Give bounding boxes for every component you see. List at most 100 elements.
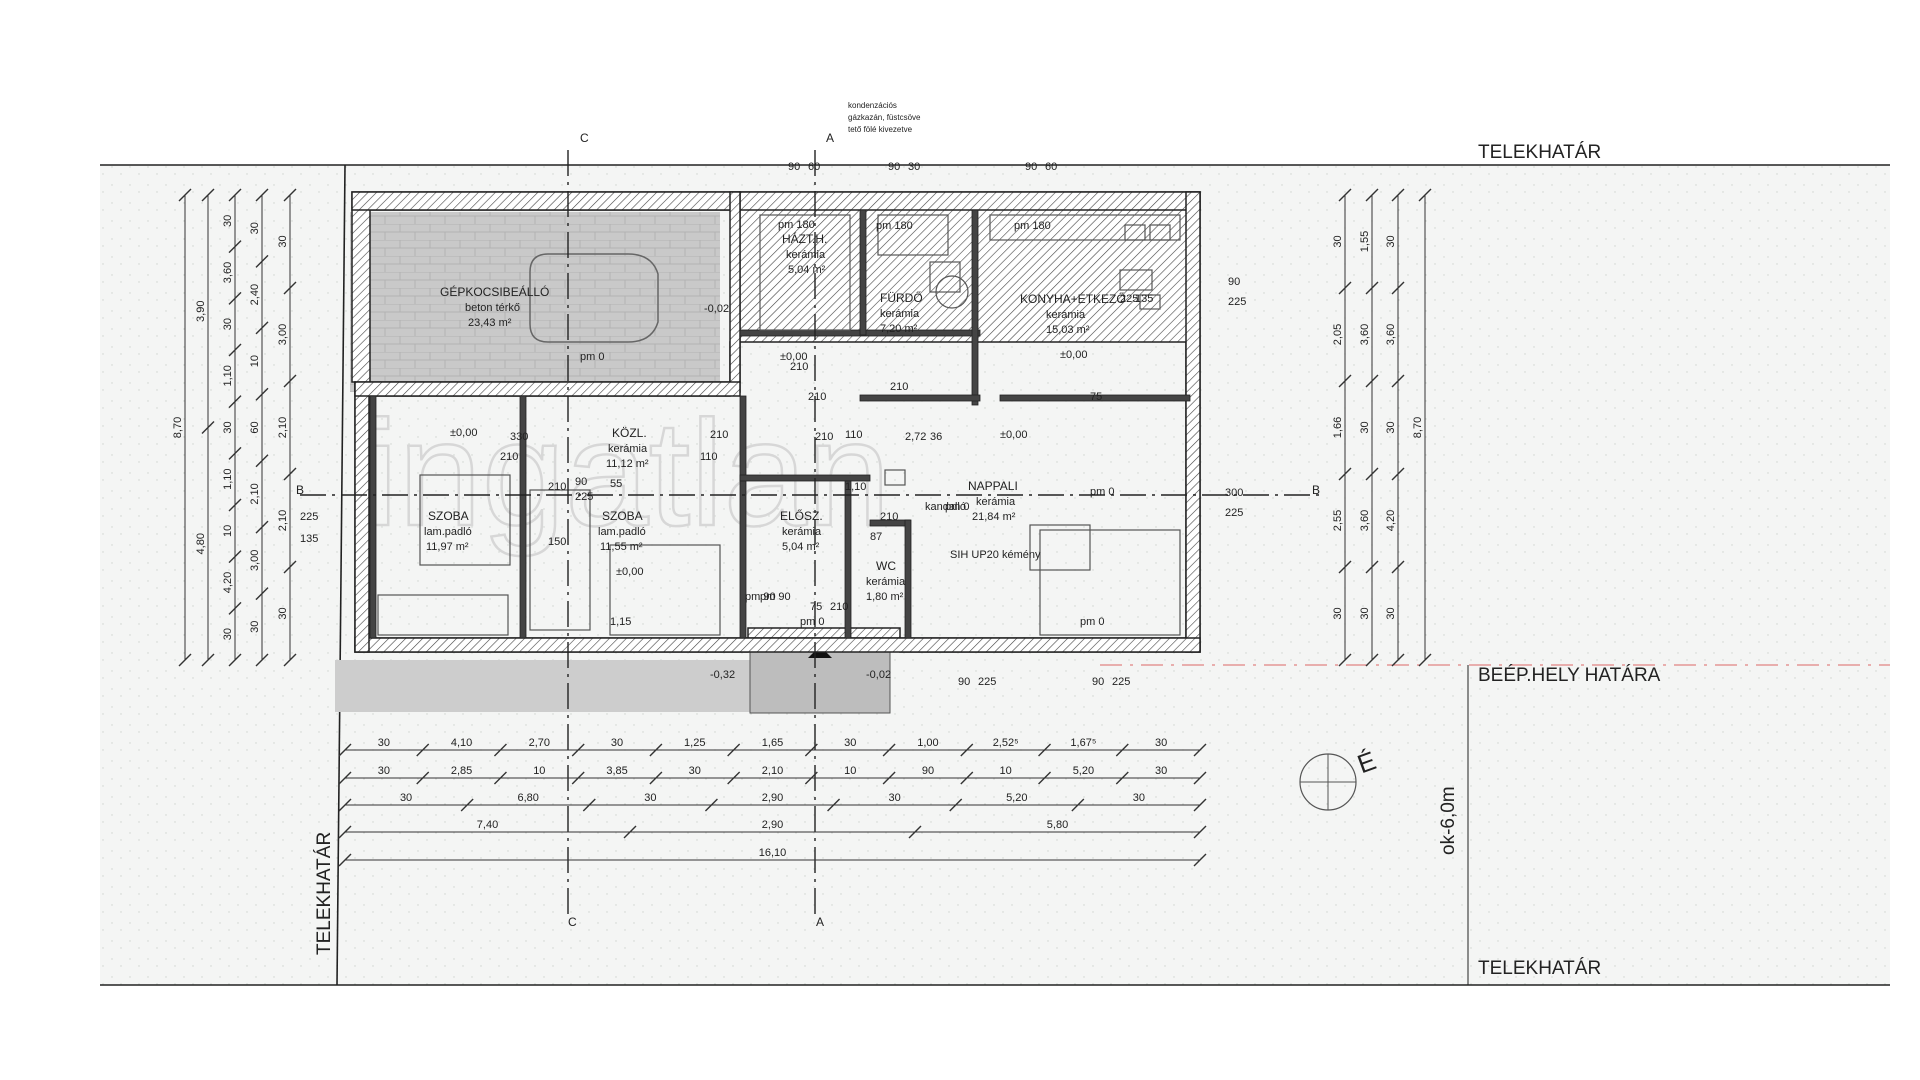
bottom-row3-label: 6,80 bbox=[518, 792, 539, 804]
right-col3-tick bbox=[1391, 560, 1405, 574]
bottom-row2-tick bbox=[1038, 771, 1052, 785]
left-col4-tick bbox=[255, 454, 269, 468]
right-col3-tick bbox=[1391, 281, 1405, 295]
right-col3-tick bbox=[1391, 653, 1405, 667]
furniture bbox=[377, 214, 1181, 636]
right-col1-tick bbox=[1338, 560, 1352, 574]
opening-dim-label: 225 bbox=[1120, 293, 1138, 305]
bottom-row1-tick bbox=[882, 743, 896, 757]
right-col1-label: 30 bbox=[1332, 235, 1344, 247]
opening-dim-label: pm 0 bbox=[580, 351, 604, 363]
left-col5-tick bbox=[283, 374, 297, 388]
bottom-row2-label: 10 bbox=[533, 765, 545, 777]
room-name: WC bbox=[876, 559, 896, 573]
bottom-row3-tick bbox=[338, 798, 352, 812]
bottom-row1-tick bbox=[649, 743, 663, 757]
bottom-row1-tick bbox=[1038, 743, 1052, 757]
opening-dim-label: 110 bbox=[700, 451, 718, 463]
opening-dim-label: 75 bbox=[810, 601, 822, 613]
svg-text:-0,02: -0,02 bbox=[866, 669, 891, 681]
bottom-row1-label: 30 bbox=[378, 737, 390, 749]
opening-dim-label: 210 bbox=[808, 391, 826, 403]
opening-dim-label: 210 bbox=[830, 601, 848, 613]
wall-bedroom-top bbox=[354, 381, 741, 397]
interior-partitions bbox=[369, 209, 1191, 639]
wall-garage-side bbox=[729, 191, 741, 393]
room-name: NAPPALI bbox=[968, 479, 1018, 493]
opening-dim-label: pm 0 bbox=[1090, 486, 1114, 498]
right-col1-tick bbox=[1338, 281, 1352, 295]
opening-dim-label: pm 0 bbox=[800, 616, 824, 628]
opening-dim-label: 55 bbox=[610, 478, 622, 490]
right-col3-label: 30 bbox=[1385, 421, 1397, 433]
bottom-row2-tick bbox=[1115, 771, 1129, 785]
left-col3-tick bbox=[228, 240, 242, 254]
right-col2-label: 3,60 bbox=[1359, 510, 1371, 531]
svg-text:±0,00: ±0,00 bbox=[616, 566, 643, 578]
bottom-row1-label: 2,70 bbox=[529, 737, 550, 749]
room-bedroom-2: SZOBA lam.padló 11,55 m² bbox=[598, 509, 646, 553]
bottom-row4-label: 5,80 bbox=[1047, 819, 1068, 831]
bottom-row2-label: 30 bbox=[378, 765, 390, 777]
right-col1-label: 30 bbox=[1332, 607, 1344, 619]
opening-dim-label: 135 bbox=[1135, 293, 1153, 305]
left-col4-label: 2,10 bbox=[249, 483, 261, 504]
opening-dim-label: 210 bbox=[880, 511, 898, 523]
heating-note-3: tető fölé kivezetve bbox=[848, 125, 913, 134]
right-col1-tick bbox=[1338, 467, 1352, 481]
right-col2-tick bbox=[1365, 653, 1379, 667]
bottom-row2-label: 2,85 bbox=[451, 765, 472, 777]
left-col4-tick bbox=[255, 387, 269, 401]
room-area: 23,43 m² bbox=[468, 317, 512, 329]
bottom-row1-tick bbox=[493, 743, 507, 757]
room-area: 1,80 m² bbox=[866, 591, 904, 603]
bottom-row3-label: 30 bbox=[1133, 792, 1145, 804]
heating-note-1: kondenzációs bbox=[848, 101, 897, 110]
bottom-row3-tick bbox=[704, 798, 718, 812]
wall-garage-top bbox=[351, 191, 741, 211]
right-col2-tick bbox=[1365, 467, 1379, 481]
left-col1-tick bbox=[178, 188, 192, 202]
room-pm: pm 180 bbox=[876, 220, 913, 232]
bottom-row5-tick bbox=[338, 853, 352, 867]
room-area: 5,04 m² bbox=[788, 264, 826, 276]
left-col3-tick bbox=[228, 188, 242, 202]
right-col1-tick bbox=[1338, 374, 1352, 388]
room-finish: kerámia bbox=[1046, 309, 1086, 321]
left-col4-label: 30 bbox=[249, 222, 261, 234]
opening-dim-label: 210 bbox=[548, 481, 566, 493]
room-finish: lam.padló bbox=[598, 526, 646, 538]
left-col3-tick bbox=[228, 498, 242, 512]
left-col4-label: 10 bbox=[249, 355, 261, 367]
left-col3-label: 3,60 bbox=[222, 262, 234, 283]
level-markers: ±0,00 ±0,00 ±0,00 ±0,00 ±0,00 -0,02 -0,3… bbox=[450, 303, 1087, 681]
bottom-row4-tick bbox=[908, 825, 922, 839]
svg-text:±0,00: ±0,00 bbox=[1060, 349, 1087, 361]
opening-dim-label: 110 bbox=[845, 429, 863, 441]
bottom-row4-tick bbox=[623, 825, 637, 839]
left-col5-label: 30 bbox=[277, 235, 289, 247]
room-name: GÉPKOCSIBEÁLLÓ bbox=[440, 284, 549, 299]
room-pm: pm 180 bbox=[778, 219, 815, 231]
opening-dim-label: 60 bbox=[808, 161, 820, 173]
bottom-boundary-label: TELEKHATÁR bbox=[1478, 958, 1601, 979]
left-boundary-line bbox=[336, 164, 346, 986]
room-hall: KÖZL. kerámia 11,12 m² bbox=[606, 426, 649, 470]
bottom-row2-label: 30 bbox=[689, 765, 701, 777]
left-col5-label: 2,10 bbox=[277, 510, 289, 531]
opening-dim-label: 30 bbox=[908, 161, 920, 173]
opening-dim-label: 330 bbox=[510, 431, 528, 443]
right-col3-tick bbox=[1391, 467, 1405, 481]
bottom-row2-label: 2,10 bbox=[762, 765, 783, 777]
opening-dim-label: 300 bbox=[1225, 487, 1243, 499]
bottom-row1-label: 1,67⁵ bbox=[1070, 737, 1096, 749]
bottom-row1-tick bbox=[338, 743, 352, 757]
bottom-row2-tick bbox=[338, 771, 352, 785]
opening-dim-label: 210 bbox=[890, 381, 908, 393]
left-col4-tick bbox=[255, 520, 269, 534]
opening-dim-label: 225 bbox=[1225, 507, 1243, 519]
bottom-row1-tick bbox=[1115, 743, 1129, 757]
opening-dim-label: 90 bbox=[1025, 161, 1037, 173]
